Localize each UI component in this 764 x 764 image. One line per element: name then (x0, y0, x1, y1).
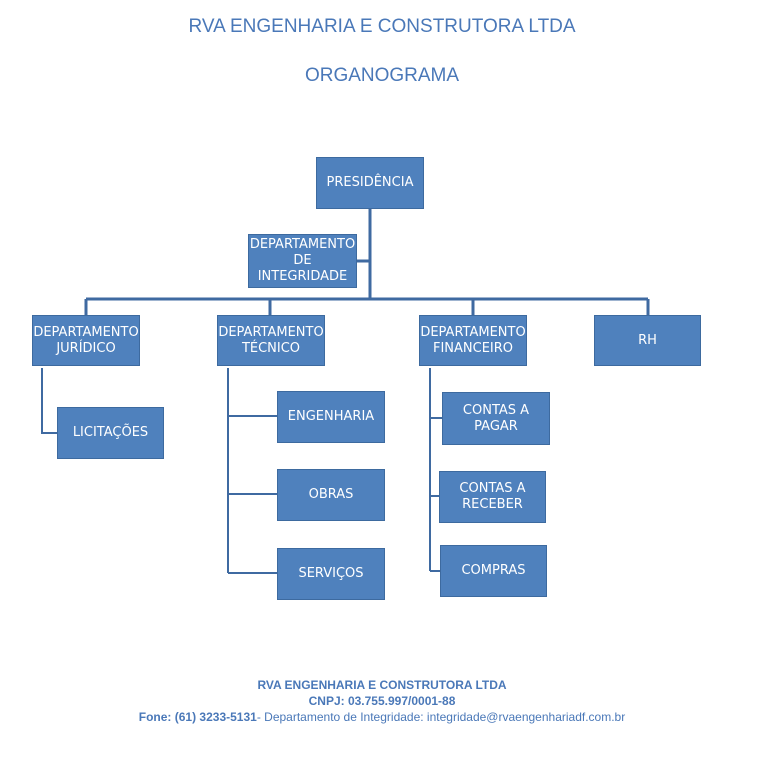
footer-cnpj: CNPJ: 03.755.997/0001-88 (308, 694, 456, 708)
node-presidencia: PRESIDÊNCIA (316, 157, 424, 209)
node-obras: OBRAS (277, 469, 385, 521)
footer-contact-line: Fone: (61) 3233-5131- Departamento de In… (0, 709, 764, 725)
footer-contact: - Departamento de Integridade: integrida… (256, 710, 626, 724)
node-rh: RH (594, 315, 701, 366)
node-departamento-financeiro: DEPARTAMENTO FINANCEIRO (419, 315, 527, 366)
node-servicos: SERVIÇOS (277, 548, 385, 600)
footer-company: RVA ENGENHARIA E CONSTRUTORA LTDA (257, 678, 507, 692)
page-title: ORGANOGRAMA (304, 65, 460, 86)
node-departamento-tecnico: DEPARTAMENTO TÉCNICO (217, 315, 325, 366)
connector-licitacoes (41, 368, 57, 434)
node-compras: COMPRAS (440, 545, 547, 597)
node-licitacoes: LICITAÇÕES (57, 407, 164, 459)
node-contas-a-pagar: CONTAS A PAGAR (442, 392, 550, 445)
footer-phone: Fone: (61) 3233-5131 (138, 710, 257, 724)
node-departamento-integridade: DEPARTAMENTO DE INTEGRIDADE (248, 234, 357, 288)
node-engenharia: ENGENHARIA (277, 391, 385, 443)
node-contas-a-receber: CONTAS A RECEBER (439, 471, 546, 523)
node-departamento-juridico: DEPARTAMENTO JURÍDICO (32, 315, 140, 366)
company-title: RVA ENGENHARIA E CONSTRUTORA LTDA (188, 16, 576, 37)
